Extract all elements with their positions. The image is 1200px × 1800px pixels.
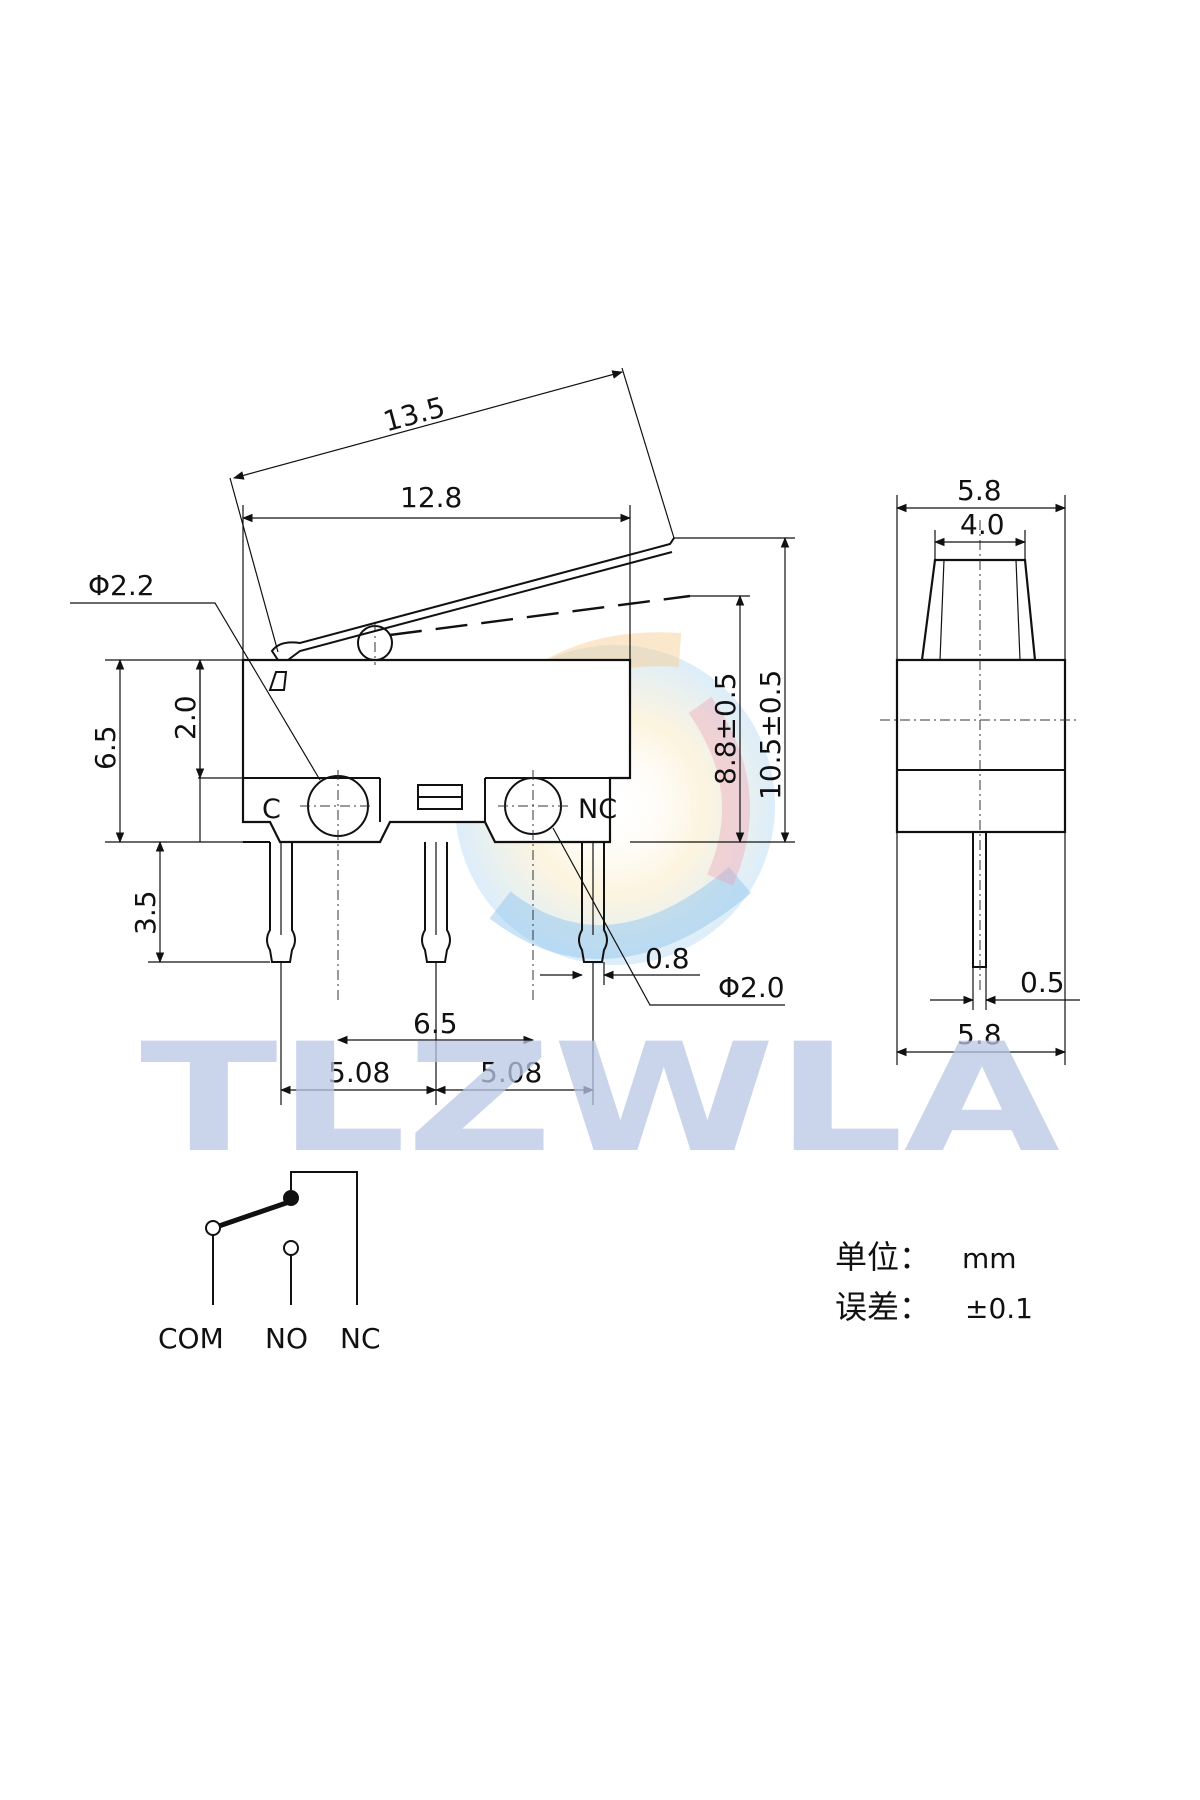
switch-body (241, 658, 632, 844)
switch-schematic: COM NO NC (158, 1171, 381, 1355)
dim-side-width: 5.8 (957, 474, 1002, 507)
pin-no (421, 842, 451, 963)
pin-label-c: C (262, 794, 281, 825)
drawing-notes: 单位： mm 误差： ±0.1 (835, 1238, 1033, 1326)
dim-hole-offset: 2.0 (169, 695, 202, 740)
dim-actuator-width: 4.0 (960, 508, 1005, 541)
dim-line-overall-length (232, 370, 624, 480)
leader-hole-c (70, 602, 321, 781)
no-terminal (283, 1240, 299, 1256)
switch-arm (218, 1199, 290, 1229)
dim-body-height: 6.5 (89, 725, 122, 770)
dim-hole-c: Φ2.2 (88, 569, 155, 602)
dim-side-bottom-width: 5.8 (957, 1018, 1002, 1051)
side-body (895, 658, 1067, 834)
side-view: 5.8 4.0 0.5 5.8 (880, 474, 1080, 1065)
dim-hole-pitch: 6.5 (413, 1007, 458, 1040)
actuator-lever (270, 537, 675, 661)
lever-free-position (389, 594, 691, 637)
dim-free-height: 8.8±0.5 (709, 672, 742, 785)
schematic-label-com: COM (158, 1322, 224, 1355)
dim-body-length: 12.8 (400, 481, 462, 514)
tolerance-label: 误差： (835, 1288, 931, 1326)
pin-label-nc: NC (578, 794, 617, 825)
dim-pin-pitch-right: 5.08 (480, 1056, 542, 1089)
schematic-label-nc: NC (340, 1322, 381, 1355)
dim-pin-pitch-left: 5.08 (328, 1056, 390, 1089)
front-view: C NC 13.5 12.8 Φ2.2 6.5 2.0 8.8±0.5 (70, 367, 795, 1105)
tolerance-value: ±0.1 (965, 1292, 1033, 1325)
dim-pin-width: 0.8 (645, 942, 690, 975)
dim-lever-height: 10.5±0.5 (754, 670, 787, 800)
body-marker (268, 671, 288, 691)
dim-overall-length: 13.5 (380, 390, 449, 438)
brand-watermark: TLZWLA (140, 1012, 1060, 1186)
dim-hole-nc: Φ2.0 (718, 971, 785, 1004)
schematic-label-no: NO (265, 1322, 308, 1355)
dim-pin-length: 3.5 (129, 890, 162, 935)
unit-value: mm (962, 1242, 1017, 1275)
pin-com (266, 842, 296, 963)
leader-hole-nc (552, 827, 785, 1006)
unit-label: 单位： (835, 1238, 931, 1276)
dim-pin-thickness: 0.5 (1020, 966, 1065, 999)
com-terminal (205, 1220, 221, 1236)
